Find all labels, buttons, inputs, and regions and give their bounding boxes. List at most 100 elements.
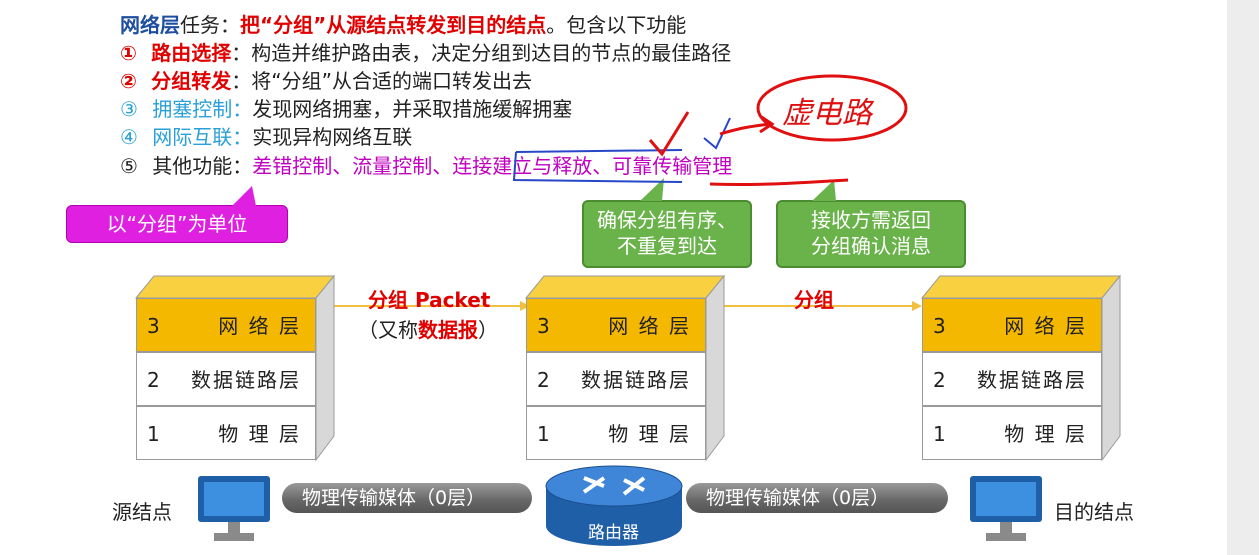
router-layer-1-name: 物 理 层 — [608, 422, 691, 446]
marker-4: ④ — [120, 125, 138, 149]
router-layer-2: 2 数据链路层 — [526, 352, 706, 406]
router-layer-1-num: 1 — [537, 422, 550, 446]
marker-2: ② — [120, 69, 137, 93]
red-check-mark — [648, 111, 690, 157]
network-layer-term: 网络层 — [120, 13, 180, 37]
dest-layer-1: 1 物 理 层 — [922, 406, 1102, 460]
arrow-1-sub-bold: 数据报 — [418, 318, 478, 342]
source-node-label: 源结点 — [112, 500, 172, 524]
ack-callout-line1: 接收方需返回 — [811, 208, 931, 232]
router-label: 路由器 — [588, 523, 639, 543]
arrow-1-sublabel: （又称数据报） — [358, 314, 498, 343]
arrow-1-sub-open: （又称 — [358, 318, 418, 342]
unit-callout-pointer — [232, 186, 256, 206]
router-layer-1: 1 物 理 层 — [526, 406, 706, 460]
source-layer-1: 1 物 理 层 — [136, 406, 316, 460]
medium-pipe-left: 物理传输媒体（0层） — [282, 483, 532, 513]
function-other: ⑤ 其他功能：差错控制、流量控制、连接建立与释放、可靠传输管理 — [120, 153, 732, 179]
source-layer-1-name: 物 理 层 — [218, 422, 301, 446]
router-layer-2-num: 2 — [537, 368, 550, 392]
internetworking-desc: 实现异构网络互联 — [252, 125, 413, 149]
other-item-flow-control: 流量控制 — [352, 154, 433, 178]
arrow-1-head — [520, 301, 530, 311]
dest-layer-3-num: 3 — [933, 314, 946, 338]
router-layer-3-num: 3 — [537, 314, 550, 338]
dest-layer-1-num: 1 — [933, 422, 946, 446]
source-layer-3-name: 网 络 层 — [218, 314, 301, 338]
other-item-connection: 连接建立与释放 — [452, 154, 593, 178]
routing-sep: ： — [231, 41, 252, 65]
function-congestion: ③ 拥塞控制：发现网络拥塞，并采取措施缓解拥塞 — [120, 96, 572, 122]
task-description: 把“分组”从源结点转发到目的结点 — [240, 13, 547, 37]
dest-layer-2-num: 2 — [933, 368, 946, 392]
arrow-1-label: 分组 Packet — [368, 288, 491, 312]
arrow-1-sub-close: ） — [478, 318, 498, 342]
order-callout-line2: 不重复到达 — [617, 234, 717, 258]
dest-layer-3: 3 网 络 层 — [922, 298, 1102, 352]
source-layer-2-name: 数据链路层 — [191, 368, 301, 392]
medium-pipe-right: 物理传输媒体（0层） — [686, 483, 948, 513]
congestion-desc: 发现网络拥塞，并采取措施缓解拥塞 — [252, 97, 573, 121]
connection-bracket-annotation — [512, 151, 683, 183]
function-routing: ① 路由选择：构造并维护路由表，决定分组到达目的节点的最佳路径 — [120, 40, 731, 66]
internetworking-name: 网际互联 — [152, 125, 233, 149]
source-layer-3-num: 3 — [147, 314, 160, 338]
router-icon — [545, 465, 683, 546]
other-sep-2: 、 — [432, 154, 453, 178]
dest-node-label: 目的结点 — [1054, 500, 1134, 524]
marker-1: ① — [120, 41, 137, 65]
marker-3: ③ — [120, 97, 138, 121]
order-callout: 确保分组有序、 不重复到达 — [582, 200, 752, 268]
router-layer-2-name: 数据链路层 — [581, 368, 691, 392]
other-sep-1: 、 — [332, 154, 353, 178]
handwritten-virtual-circuit: 虚电路 — [782, 96, 872, 131]
other-item-reliable: 可靠传输管理 — [612, 154, 733, 178]
task-label: 任务： — [180, 13, 240, 37]
other-item-error-control: 差错控制 — [252, 154, 333, 178]
dest-layer-3-name: 网 络 层 — [1004, 314, 1087, 338]
ack-callout-line2: 分组确认消息 — [811, 234, 931, 258]
stack-dest-3d — [920, 274, 1122, 462]
source-computer-icon — [198, 476, 270, 541]
other-name: 其他功能 — [152, 154, 233, 178]
router-layer-3-name: 网 络 层 — [608, 314, 691, 338]
forwarding-desc: 将“分组”从合适的端口转发出去 — [251, 69, 533, 93]
dest-layer-2-name: 数据链路层 — [977, 368, 1087, 392]
routing-name: 路由选择 — [151, 41, 232, 65]
arrow-2-head — [912, 301, 922, 311]
ack-callout-pointer — [812, 180, 836, 201]
source-layer-3: 3 网 络 层 — [136, 298, 316, 352]
forwarding-sep: ： — [231, 69, 252, 93]
congestion-name: 拥塞控制 — [152, 97, 233, 121]
dest-layer-2: 2 数据链路层 — [922, 352, 1102, 406]
router-layer-3: 3 网 络 层 — [526, 298, 706, 352]
forwarding-name: 分组转发 — [151, 69, 232, 93]
arrow-2-label: 分组 — [794, 288, 834, 312]
order-callout-line1: 确保分组有序、 — [597, 208, 737, 232]
source-layer-1-num: 1 — [147, 422, 160, 446]
task-tail: 。包含以下功能 — [546, 13, 687, 37]
dest-layer-1-name: 物 理 层 — [1004, 422, 1087, 446]
task-line: 网络层任务：把“分组”从源结点转发到目的结点。包含以下功能 — [120, 12, 686, 38]
handwritten-arrow — [719, 114, 775, 136]
congestion-sep: ： — [232, 97, 253, 121]
internetworking-sep: ： — [232, 125, 253, 149]
connection-bracket-top — [515, 149, 683, 153]
other-sep: ： — [232, 154, 253, 178]
stack-source-3d — [134, 274, 336, 462]
other-sep-3: 、 — [592, 154, 613, 178]
handwritten-circle — [756, 74, 908, 142]
routing-desc: 构造并维护路由表，决定分组到达目的节点的最佳路径 — [251, 41, 732, 65]
ack-callout: 接收方需返回 分组确认消息 — [776, 200, 966, 268]
function-internetworking: ④ 网际互联：实现异构网络互联 — [120, 124, 412, 150]
reliable-underline — [709, 178, 849, 187]
unit-callout: 以“分组”为单位 — [66, 205, 288, 243]
order-callout-pointer — [640, 178, 664, 201]
dest-computer-icon — [970, 476, 1042, 541]
function-forwarding: ② 分组转发：将“分组”从合适的端口转发出去 — [120, 68, 532, 94]
blue-check-mark — [703, 117, 731, 150]
scrollbar[interactable] — [1227, 0, 1259, 555]
marker-5: ⑤ — [120, 154, 138, 178]
